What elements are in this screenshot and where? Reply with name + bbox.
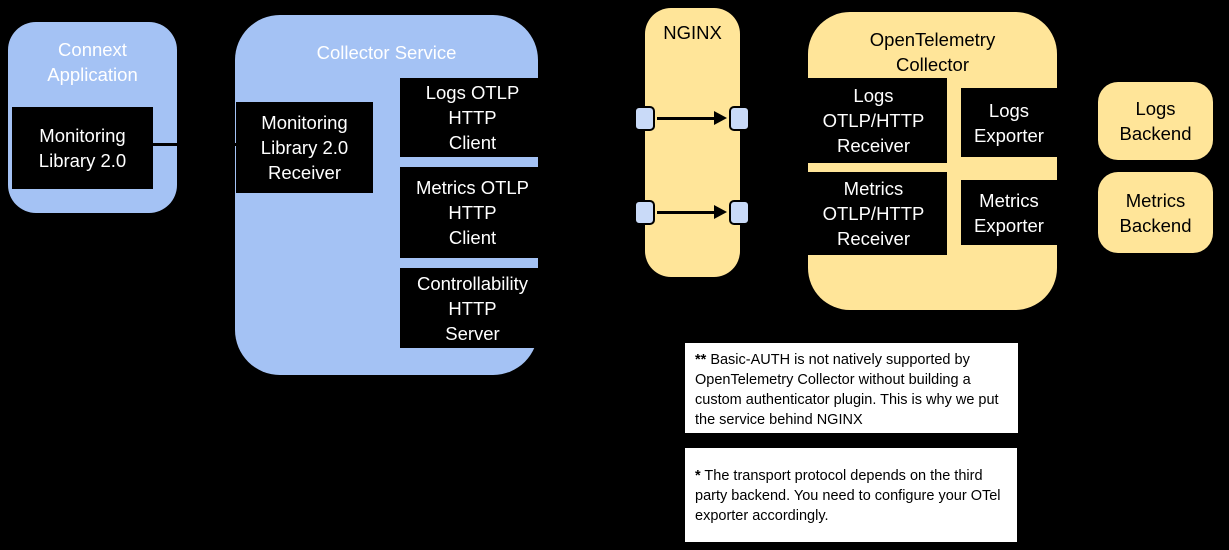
connector-line-monitoring — [150, 143, 237, 146]
metrics-otlp-http-receiver-box: Metrics OTLP/HTTP Receiver — [800, 172, 947, 255]
logs-backend-box: Logs Backend — [1098, 82, 1213, 160]
logs-otlp-http-client-box: Logs OTLP HTTP Client — [400, 78, 545, 157]
note-basic-auth-prefix: ** — [695, 352, 707, 368]
nginx-title: NGINX — [663, 22, 722, 43]
metrics-backend-box: Metrics Backend — [1098, 172, 1213, 253]
metrics-otlp-http-client-box: Metrics OTLP HTTP Client — [400, 167, 545, 258]
metrics-exporter-box: Metrics Exporter — [961, 180, 1057, 245]
note-transport-protocol-prefix: * — [695, 468, 701, 484]
otel-collector-title: OpenTelemetry Collector — [869, 29, 996, 75]
collector-service-title: Collector Service — [316, 42, 457, 63]
flow-arrow-1-head-icon — [714, 111, 727, 125]
nginx-box: NGINX — [645, 8, 740, 277]
connext-application-title: Connext Application — [47, 39, 138, 85]
note-basic-auth: ** Basic-AUTH is not natively supported … — [685, 343, 1018, 433]
flow-arrow-2-line — [657, 211, 715, 214]
nginx-port-right-1 — [729, 106, 750, 131]
monitoring-library-box: Monitoring Library 2.0 — [12, 107, 153, 189]
nginx-port-left-2 — [634, 200, 655, 225]
note-transport-protocol: * The transport protocol depends on the … — [685, 448, 1017, 542]
nginx-port-right-2 — [729, 200, 750, 225]
flow-arrow-2-head-icon — [714, 205, 727, 219]
nginx-port-left-1 — [634, 106, 655, 131]
note-transport-protocol-text: The transport protocol depends on the th… — [695, 468, 1001, 524]
note-basic-auth-text: Basic-AUTH is not natively supported by … — [695, 352, 999, 428]
logs-otlp-http-receiver-box: Logs OTLP/HTTP Receiver — [800, 78, 947, 163]
monitoring-library-receiver-box: Monitoring Library 2.0 Receiver — [236, 102, 373, 193]
logs-exporter-box: Logs Exporter — [961, 88, 1057, 157]
controllability-http-server-box: Controllability HTTP Server — [400, 268, 545, 348]
flow-arrow-1-line — [657, 117, 715, 120]
